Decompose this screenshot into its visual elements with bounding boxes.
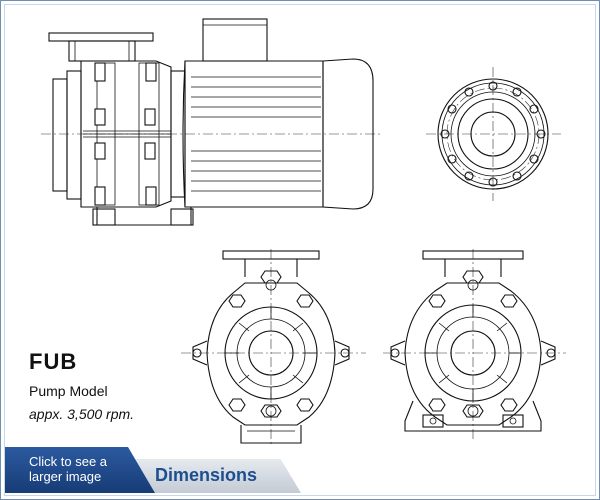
pump-front-view-right [383, 249, 566, 441]
dimensions-label: Dimensions [155, 465, 258, 485]
flange-view [426, 67, 561, 201]
rpm-text: appx. 3,500 rpm. [29, 406, 135, 422]
model-label: Pump Model [29, 383, 108, 399]
pump-side-view [41, 18, 381, 226]
model-info: FUB Pump Model appx. 3,500 rpm. [29, 349, 134, 422]
pump-front-view-left [181, 249, 366, 446]
dimensions-tab[interactable]: Dimensions [131, 459, 301, 493]
larger-image-button[interactable]: Click to see a larger image [5, 447, 155, 493]
model-code: FUB [29, 349, 78, 374]
larger-image-label: Click to see a larger image [29, 454, 108, 484]
flange-bolt-holes [440, 81, 546, 187]
